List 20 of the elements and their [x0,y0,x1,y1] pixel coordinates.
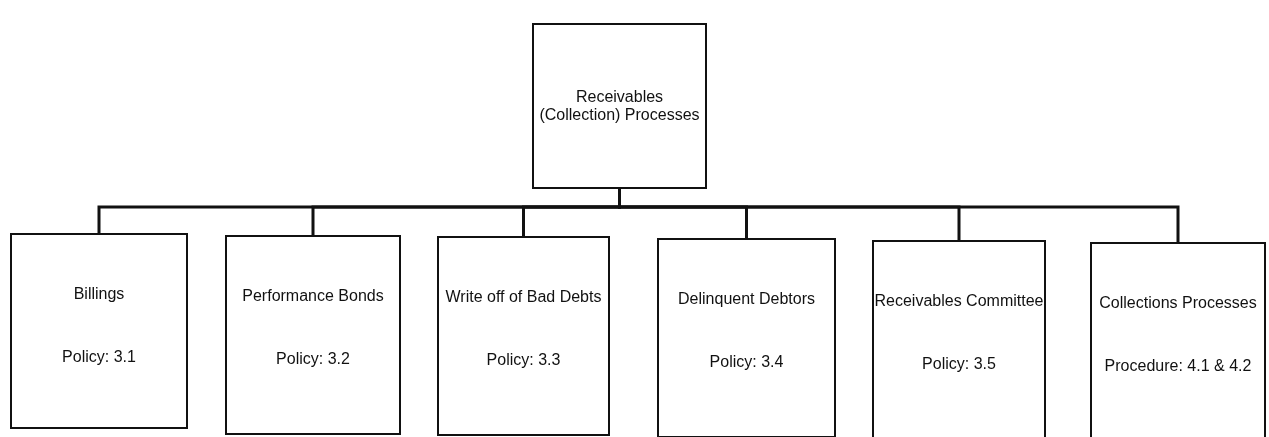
process-box [1090,242,1266,437]
policy-reference: Policy: 3.1 [62,348,136,366]
process-box [657,238,836,437]
box-title: Billings [73,285,125,303]
box-title: Performance Bonds [242,287,384,305]
policy-reference: Policy: 3.3 [486,351,561,369]
box-title: Receivables (Collection) Processes [538,88,701,124]
policy-reference: Policy: 3.5 [922,355,996,373]
policy-reference: Policy: 3.2 [276,350,350,368]
process-box [10,233,188,429]
policy-reference: Policy: 3.4 [709,353,784,371]
process-box [437,236,610,436]
policy-reference: Procedure: 4.1 & 4.2 [1104,357,1252,375]
box-title: Collections Processes [1099,294,1257,312]
box-title: Receivables Committee [874,292,1044,310]
process-box [872,240,1046,437]
box-title: Delinquent Debtors [678,290,815,308]
box-title: Write off of Bad Debts [445,288,602,306]
process-box [532,23,707,189]
process-box [225,235,401,435]
